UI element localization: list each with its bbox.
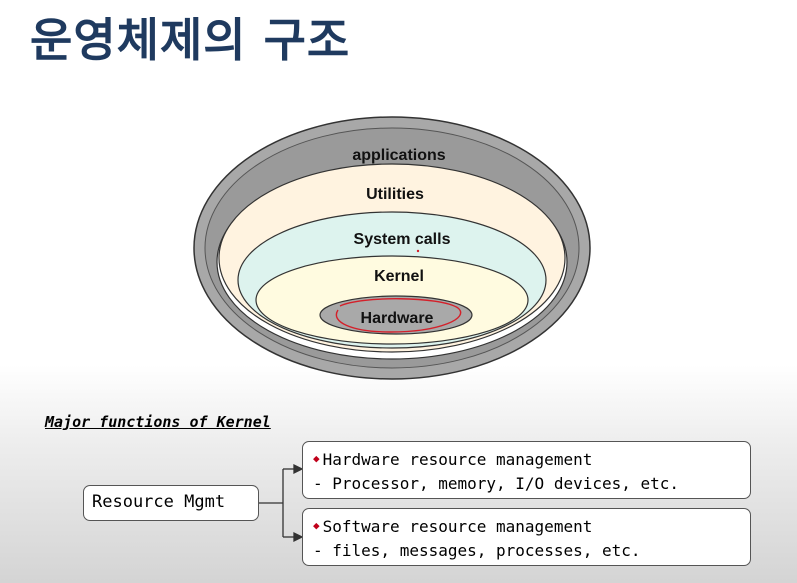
label-hardware: Hardware (361, 310, 434, 327)
function-title-line: ◆Software resource management (313, 514, 740, 539)
arrowhead-lower (293, 531, 304, 543)
function-box-software: ◆Software resource management - files, m… (302, 508, 751, 566)
ring-hardware (319, 295, 473, 335)
slide-title: 운영체제의 구조 (30, 13, 351, 67)
label-kernel: Kernel (374, 268, 424, 285)
resource-mgmt-box: Resource Mgmt (83, 485, 259, 521)
function-title-line: ◆Hardware resource management (313, 447, 740, 472)
function-detail: - Processor, memory, I/O devices, etc. (313, 474, 680, 493)
label-utilities: Utilities (366, 186, 424, 203)
function-title: Software resource management (322, 517, 593, 536)
label-applications: applications (352, 147, 445, 164)
annotation-scribble (335, 298, 462, 333)
function-box-hardware: ◆Hardware resource management - Processo… (302, 441, 751, 499)
connector (259, 463, 304, 543)
arrowhead-upper (293, 463, 304, 475)
diamond-bullet-icon: ◆ (313, 519, 320, 532)
function-title: Hardware resource management (322, 450, 593, 469)
annotation-dot (416, 249, 420, 253)
function-detail: - files, messages, processes, etc. (313, 541, 641, 560)
diamond-bullet-icon: ◆ (313, 452, 320, 465)
label-system-calls: System calls (354, 231, 451, 248)
section-heading: Major functions of Kernel (45, 413, 271, 431)
